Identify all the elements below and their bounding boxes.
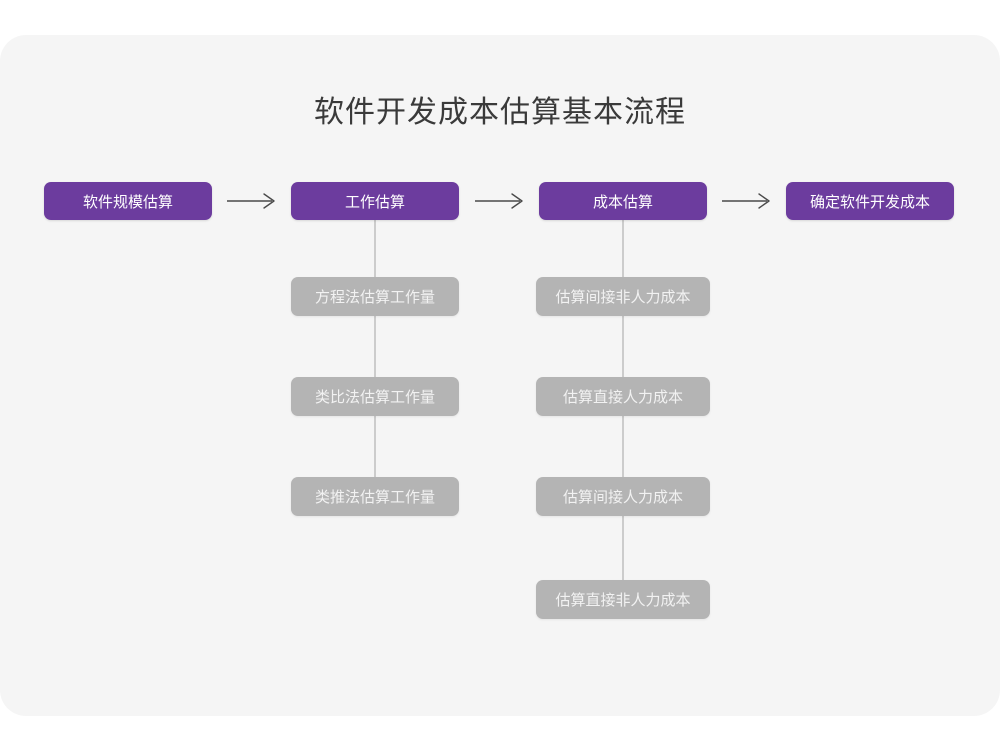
arrow-right-icon-3 [721,191,773,211]
branch-node-indirect-labor-cost[interactable]: 估算间接人力成本 [536,477,710,516]
branch-node-indirect-nonlabor-cost[interactable]: 估算间接非人力成本 [536,277,710,316]
branch-node-analogy-method-workload[interactable]: 类比法估算工作量 [291,377,459,416]
flow-node-label: 软件规模估算 [82,193,173,211]
branch-node-inference-method-workload[interactable]: 类推法估算工作量 [291,477,459,516]
branch-node-label: 估算直接非人力成本 [555,592,691,609]
branch-node-direct-labor-cost[interactable]: 估算直接人力成本 [536,377,710,416]
branch-node-equation-method-workload[interactable]: 方程法估算工作量 [291,277,459,316]
flow-node-cost-estimation[interactable]: 成本估算 [539,182,707,220]
diagram-canvas [0,35,1000,716]
flow-node-determine-development-cost[interactable]: 确定软件开发成本 [786,182,954,220]
flow-node-work-estimation[interactable]: 工作估算 [291,182,459,220]
flow-node-label: 工作估算 [344,193,405,211]
branch-node-direct-nonlabor-cost[interactable]: 估算直接非人力成本 [536,580,710,619]
branch-node-label: 估算间接人力成本 [562,489,683,506]
flow-node-label: 确定软件开发成本 [809,193,930,211]
connector-line-work-branch [374,219,376,506]
branch-node-label: 估算间接非人力成本 [555,289,691,306]
branch-node-label: 方程法估算工作量 [314,289,435,306]
page-title: 软件开发成本估算基本流程 [314,96,686,129]
branch-node-label: 类推法估算工作量 [314,489,435,506]
flow-node-software-scale-estimation[interactable]: 软件规模估算 [44,182,212,220]
arrow-right-icon-2 [474,191,526,211]
arrow-right-icon-1 [226,191,278,211]
branch-node-label: 类比法估算工作量 [314,389,435,406]
flow-node-label: 成本估算 [592,193,653,211]
branch-node-label: 估算直接人力成本 [562,389,683,406]
